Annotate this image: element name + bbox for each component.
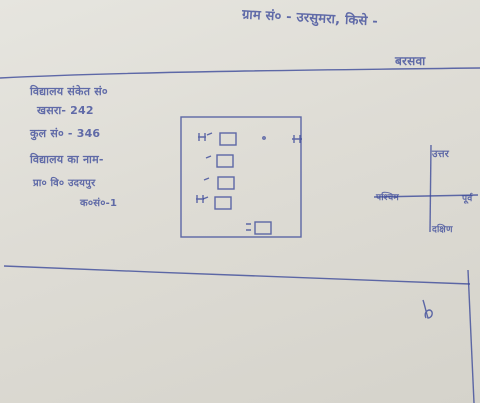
building-outline xyxy=(180,116,302,238)
info-line-4: विद्यालय का नाम- xyxy=(30,153,104,166)
compass-west: पश्चिम xyxy=(376,193,399,203)
door-mark-1 xyxy=(198,133,206,141)
info-line-6: क०सं०-1 xyxy=(80,198,118,209)
compass-vertical-line xyxy=(429,144,432,233)
info-line-3: कुल सं० - 346 xyxy=(30,127,101,140)
arrow-mark-1 xyxy=(206,132,213,136)
info-line-5: प्रा० वि० उदयपुर xyxy=(33,178,96,189)
compass-south: दक्षिण xyxy=(432,225,453,235)
compass-north: उत्तर xyxy=(432,149,450,160)
header-line-2: बरसवा xyxy=(395,54,426,68)
door-mark-2 xyxy=(196,195,204,203)
compass-east: पूर्व xyxy=(462,194,473,204)
room-box-5 xyxy=(254,221,272,235)
window-mark xyxy=(246,223,251,231)
info-line-2: खसरा- 242 xyxy=(37,104,94,117)
compass-horizontal-line xyxy=(373,194,479,198)
room-box-3 xyxy=(217,176,235,190)
info-line-1: विद्यालय संकेत सं० xyxy=(30,85,108,98)
room-box-4 xyxy=(214,196,232,210)
arrow-mark-3 xyxy=(203,177,210,181)
room-box-2 xyxy=(216,154,234,168)
upper-rule xyxy=(0,67,480,79)
room-box-1 xyxy=(219,132,237,146)
arrow-mark-2 xyxy=(205,155,212,159)
right-fold xyxy=(467,269,475,403)
divider-line xyxy=(3,265,471,285)
ink-scribble xyxy=(422,299,433,319)
door-mark-3 xyxy=(292,135,302,143)
dot-mark xyxy=(262,136,266,140)
arrow-mark-4 xyxy=(202,196,209,200)
